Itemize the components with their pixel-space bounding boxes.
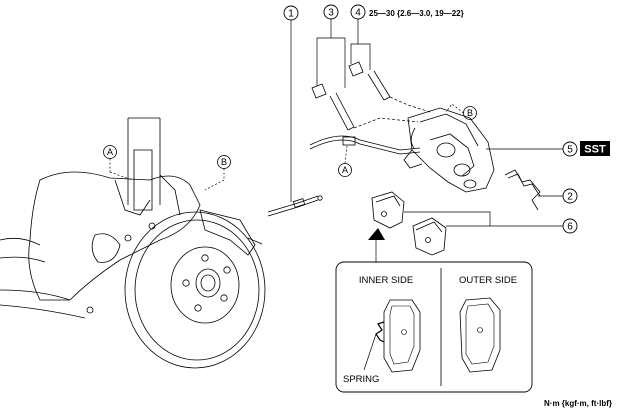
svg-text:B: B	[467, 108, 473, 118]
svg-text:2: 2	[567, 192, 573, 203]
strut-knuckle-rotor-assembly	[0, 117, 266, 369]
inner-pad-drawing	[383, 299, 421, 373]
svg-text:B: B	[221, 157, 227, 167]
hose-fitting	[342, 136, 356, 146]
wheel-stud	[220, 294, 228, 302]
spring-clip	[504, 169, 541, 211]
callout-1: 1	[283, 5, 299, 202]
callout-3: 3	[316, 4, 346, 88]
caliper-bracket	[199, 209, 256, 256]
bolt	[148, 222, 156, 230]
outer-pad-drawing	[459, 297, 501, 373]
cable-end-fitting	[292, 198, 306, 208]
callout-6: 6	[404, 211, 578, 234]
lower-arm	[0, 289, 86, 319]
brake-hose	[309, 135, 421, 155]
bracket-detail	[114, 174, 181, 216]
torque-spec: 25—30 {2.6—3.0, 19—22}	[369, 9, 464, 18]
ref-mark-a-left: A	[103, 145, 133, 181]
brake-caliper	[403, 107, 495, 193]
ref-mark-b-left: B	[204, 155, 231, 191]
brake-rotor-inner-ring	[134, 219, 260, 361]
hub-center	[195, 268, 221, 298]
callout-5: 5	[486, 141, 578, 157]
shock-strut	[127, 117, 161, 205]
svg-text:1: 1	[288, 9, 294, 20]
brake-pads	[371, 191, 447, 256]
svg-text:6: 6	[567, 222, 573, 233]
callout-2: 2	[538, 188, 578, 204]
svg-text:A: A	[342, 165, 348, 175]
pad-spring	[375, 321, 385, 343]
inset-pad-detail: INNER SIDE OUTER SIDE SPRING	[335, 228, 533, 393]
wheel-stud	[223, 266, 231, 274]
hub-detail	[91, 233, 121, 263]
brake-pad-inner	[371, 191, 405, 229]
knuckle	[28, 171, 201, 301]
bolt-guide-lines	[353, 96, 431, 129]
brake-rotor-outer	[124, 211, 266, 369]
wheel-stud	[182, 279, 190, 287]
svg-text:A: A	[107, 147, 113, 157]
inset-outer-side-label: OUTER SIDE	[459, 275, 517, 286]
svg-text:SST: SST	[584, 144, 606, 156]
bolt	[86, 306, 94, 314]
units-note: N·m {kgf·m, ft·lbf}	[544, 399, 612, 408]
ref-mark-a-center: A	[338, 145, 352, 177]
callout-4: 4	[350, 4, 371, 70]
inset-inner-side-label: INNER SIDE	[359, 275, 413, 286]
parking-cable-end	[247, 237, 263, 245]
ref-mark-b-center: B	[445, 103, 477, 120]
svg-text:5: 5	[567, 145, 573, 156]
sst-badge: SST	[580, 141, 610, 156]
strut-lower-body	[133, 149, 153, 211]
wheel-stud	[194, 304, 202, 312]
wheel-stud	[201, 254, 209, 262]
mounting-bolt-4	[348, 61, 391, 101]
hub-center-inner	[200, 274, 216, 292]
inset-spring-label: SPRING	[343, 374, 379, 385]
svg-text:4: 4	[355, 8, 361, 19]
cable-end-ball	[317, 195, 323, 201]
brake-rotor-hat	[170, 246, 240, 324]
knuckle-arm	[0, 237, 46, 263]
bolt	[124, 234, 132, 242]
svg-text:3: 3	[328, 8, 334, 19]
brake-pad-outer	[412, 217, 447, 256]
parking-brake-cable	[267, 195, 323, 217]
guide-bolt-3	[311, 83, 355, 131]
